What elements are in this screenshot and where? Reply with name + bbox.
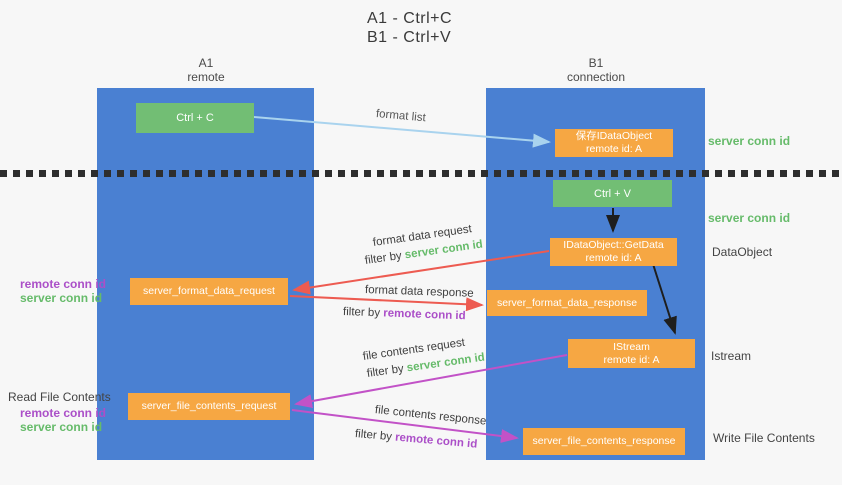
machine-separator-dotted-line (0, 170, 842, 177)
istream-box: IStream remote id: A (568, 339, 695, 368)
lifeline-a1-name: A1 (198, 56, 214, 70)
remote-conn-id-label: remote conn id (20, 277, 107, 291)
lifeline-b1-name: B1 (588, 56, 604, 70)
lifeline-b1-role: connection (566, 70, 626, 84)
lifeline-header-b1: B1 connection (536, 56, 656, 84)
dataobject-side-label: DataObject (712, 245, 773, 259)
server-format-data-request-box: server_format_data_request (130, 278, 288, 305)
save-idataobject-line2: remote id: A (585, 143, 643, 155)
server-conn-id-label: server conn id (20, 420, 103, 434)
diagram-title: A1 - Ctrl+C B1 - Ctrl+V (367, 9, 452, 47)
filter-by-text: filter by (342, 306, 384, 320)
server-conn-id-side-label-top: server conn id (708, 134, 791, 148)
lifeline-header-a1: A1 remote (146, 56, 266, 84)
server-file-contents-response-box: server_file_contents_response (523, 428, 685, 455)
ctrl-v-box: Ctrl + V (553, 180, 672, 207)
getdata-line1: IDataObject::GetData (563, 239, 664, 251)
title-line-2: B1 - Ctrl+V (367, 29, 452, 46)
server-conn-id-label: server conn id (20, 291, 103, 305)
title-line-1: A1 - Ctrl+C (367, 10, 453, 27)
server-file-contents-request-box: server_file_contents_request (128, 393, 290, 420)
arrow-format-data-response (289, 295, 484, 312)
server-format-data-response-box: server_format_data_response (487, 290, 647, 316)
arrow-getdata-to-istream (652, 263, 677, 335)
left-conn-id-labels-top: remote conn id server conn id (20, 277, 106, 305)
getdata-line2: remote id: A (585, 252, 642, 264)
arrow-format-data-request (292, 250, 550, 295)
server-conn-id-side-label-mid: server conn id (708, 211, 791, 225)
left-conn-id-labels-bottom: remote conn id server conn id (20, 406, 106, 434)
remote-conn-id-label: remote conn id (20, 406, 107, 420)
lifeline-a1-role: remote (187, 70, 225, 84)
idataobject-getdata-box: IDataObject::GetData remote id: A (550, 238, 677, 266)
write-file-contents-label: Write File Contents (713, 431, 815, 445)
istream-side-label: Istream (711, 349, 752, 363)
ctrl-c-box: Ctrl + C (136, 103, 254, 133)
save-idataobject-line1: 保存IDataObject (575, 130, 653, 142)
istream-line1: IStream (613, 340, 650, 353)
arrow-file-contents-response (291, 409, 519, 443)
istream-line2: remote id: A (603, 353, 660, 366)
save-idataobject-box: 保存IDataObject remote id: A (555, 129, 673, 157)
read-file-contents-label: Read File Contents (8, 390, 111, 404)
arrow-file-contents-request (294, 354, 568, 409)
arrow-format-list (253, 116, 551, 148)
